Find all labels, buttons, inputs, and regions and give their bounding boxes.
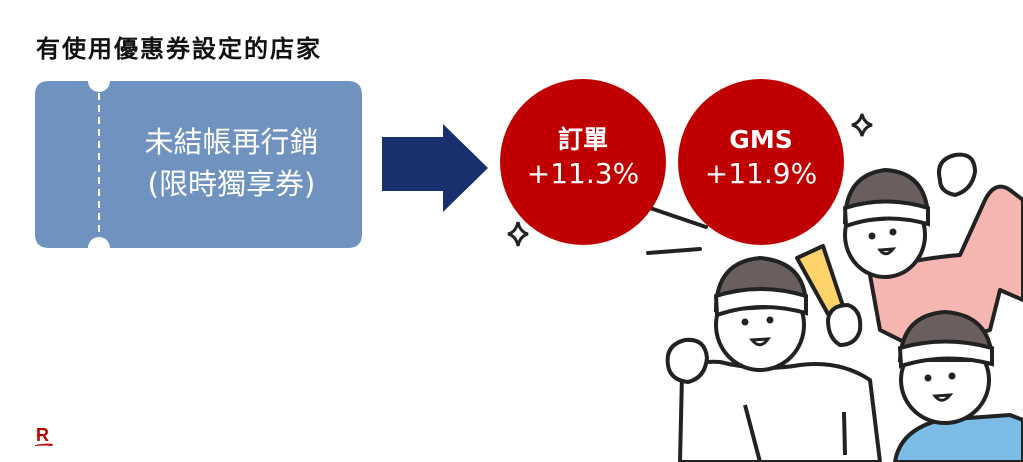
ticket-line-1: 未結帳再行銷 bbox=[144, 125, 319, 159]
metric-orders-circle: 訂單 +11.3% bbox=[500, 79, 666, 245]
metric-gms-circle: GMS +11.9% bbox=[678, 79, 844, 245]
ticket-shape bbox=[35, 81, 362, 248]
coupon-ticket: 未結帳再行銷 (限時獨享券) bbox=[35, 81, 362, 248]
ticket-text: 未結帳再行銷 (限時獨享券) bbox=[101, 121, 362, 205]
right-arrow-icon bbox=[382, 124, 488, 212]
sparkle-icon bbox=[507, 221, 529, 247]
metric-label: GMS bbox=[729, 125, 793, 154]
metric-label: 訂單 bbox=[557, 125, 608, 154]
svg-text:R: R bbox=[36, 425, 49, 445]
metric-value: +11.9% bbox=[704, 157, 818, 190]
rakuten-logo-icon: R bbox=[35, 425, 53, 446]
metric-value: +11.3% bbox=[526, 157, 640, 190]
ticket-line-2: (限時獨享券) bbox=[147, 167, 316, 201]
page-heading: 有使用優惠券設定的店家 bbox=[36, 35, 322, 63]
sparkle-icon bbox=[851, 113, 873, 137]
